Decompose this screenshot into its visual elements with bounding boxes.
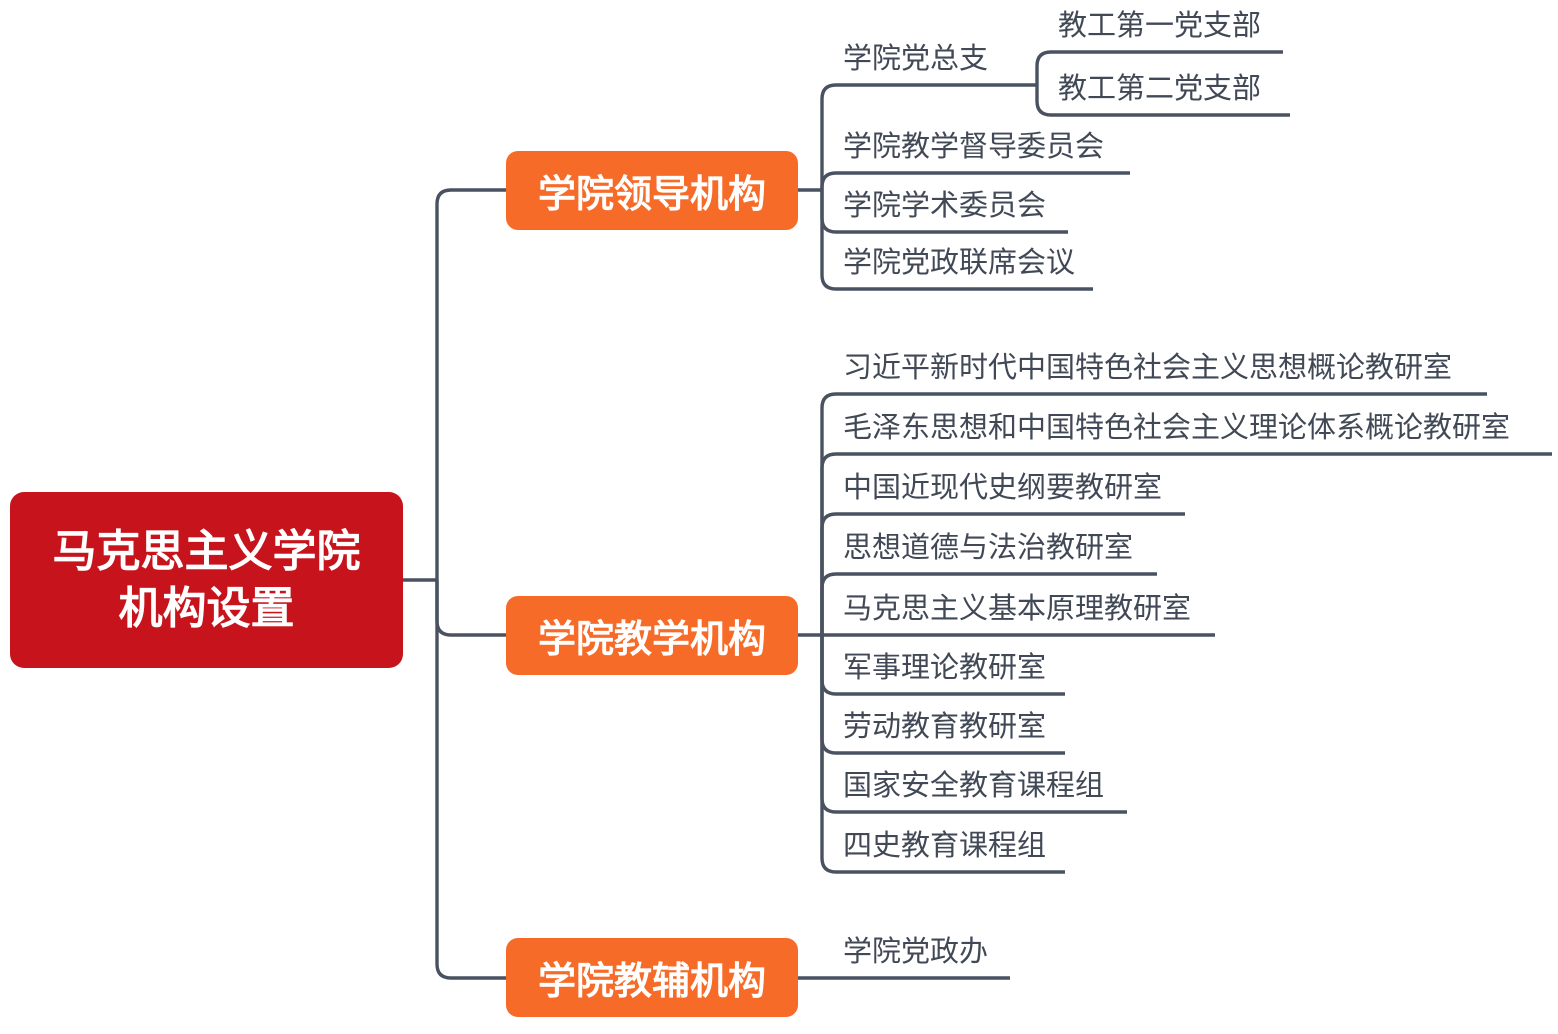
edge-leaf-mao-thought-office (820, 452, 1552, 635)
leaf-labor-education-office: 劳动教育教研室 (843, 711, 1047, 743)
edge-leaf-four-histories-group (820, 635, 1065, 874)
edge-leaf-party-admin-joint-meeting (820, 190, 1093, 291)
root-label-line2: 机构设置 (118, 584, 295, 633)
leaf-faculty-second-party-branch: 教工第二党支部 (1058, 73, 1262, 105)
leaf-modern-history-office: 中国近现代史纲要教研室 (843, 472, 1163, 504)
leaf-faculty-first-party-branch: 教工第一党支部 (1058, 10, 1262, 42)
leaf-marxism-principles-office: 马克思主义基本原理教研室 (843, 593, 1192, 625)
leaf-academic-committee: 学院学术委员会 (843, 190, 1047, 222)
leaf-party-admin-office: 学院党政办 (843, 936, 989, 968)
leaf-party-general-branch: 学院党总支 (843, 43, 989, 75)
edge-leaf-faculty-first-party-branch (1035, 50, 1283, 85)
leaf-teaching-supervision-committee: 学院教学督导委员会 (843, 131, 1105, 163)
leaf-xi-thought-office: 习近平新时代中国特色社会主义思想概论教研室 (843, 352, 1453, 384)
root-node: 马克思主义学院 机构设置 (10, 492, 403, 668)
edge-leaf-ethics-law-office (820, 572, 1157, 635)
leaf-four-histories-group: 四史教育课程组 (843, 830, 1047, 862)
branch-node-auxiliary: 学院教辅机构 (506, 938, 798, 1017)
edge-leaf-xi-thought-office (820, 392, 1487, 635)
edge-leaf-teaching-supervision-committee (820, 171, 1130, 190)
leaf-ethics-law-office: 思想道德与法治教研室 (843, 532, 1134, 564)
leaf-party-admin-joint-meeting: 学院党政联席会议 (843, 247, 1076, 279)
edge-trunk-leadership (435, 188, 506, 580)
branch-node-teaching: 学院教学机构 (506, 596, 798, 675)
branch-node-leadership: 学院领导机构 (506, 151, 798, 230)
edge-leaf-party-general-branch (820, 83, 1037, 190)
edge-leaf-faculty-second-party-branch (1035, 85, 1290, 117)
edge-trunk-auxiliary (435, 580, 506, 980)
leaf-military-theory-office: 军事理论教研室 (843, 652, 1047, 684)
edge-leaf-modern-history-office (820, 512, 1185, 635)
leaf-mao-thought-office: 毛泽东思想和中国特色社会主义理论体系概论教研室 (843, 412, 1511, 444)
root-label-line1: 马克思主义学院 (52, 526, 361, 576)
leaf-national-security-group: 国家安全教育课程组 (843, 770, 1105, 802)
edge-trunk-teaching (435, 580, 506, 637)
